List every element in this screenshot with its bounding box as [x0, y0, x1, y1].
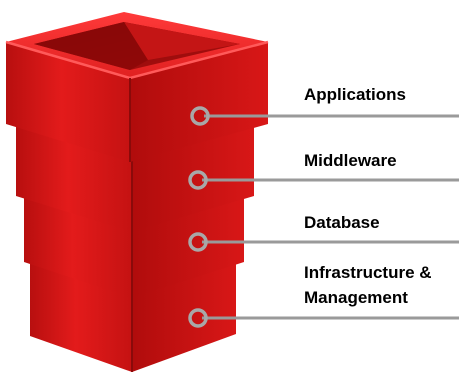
label-middleware: Middleware	[304, 151, 397, 170]
connector-node-icon	[190, 106, 210, 126]
connector-applications	[190, 106, 459, 126]
connector-node-icon	[188, 232, 208, 252]
label-applications: Applications	[304, 85, 407, 104]
block-applications	[5, 12, 269, 162]
connector-infrastructure	[188, 308, 459, 328]
connector-node-icon	[188, 308, 208, 328]
label-infrastructure-line1: Infrastructure &	[304, 263, 432, 282]
connector-middleware	[188, 170, 459, 190]
connector-database	[188, 232, 459, 252]
connector-node-icon	[188, 170, 208, 190]
label-infrastructure-line2: Management	[304, 288, 408, 307]
label-database: Database	[304, 213, 380, 232]
